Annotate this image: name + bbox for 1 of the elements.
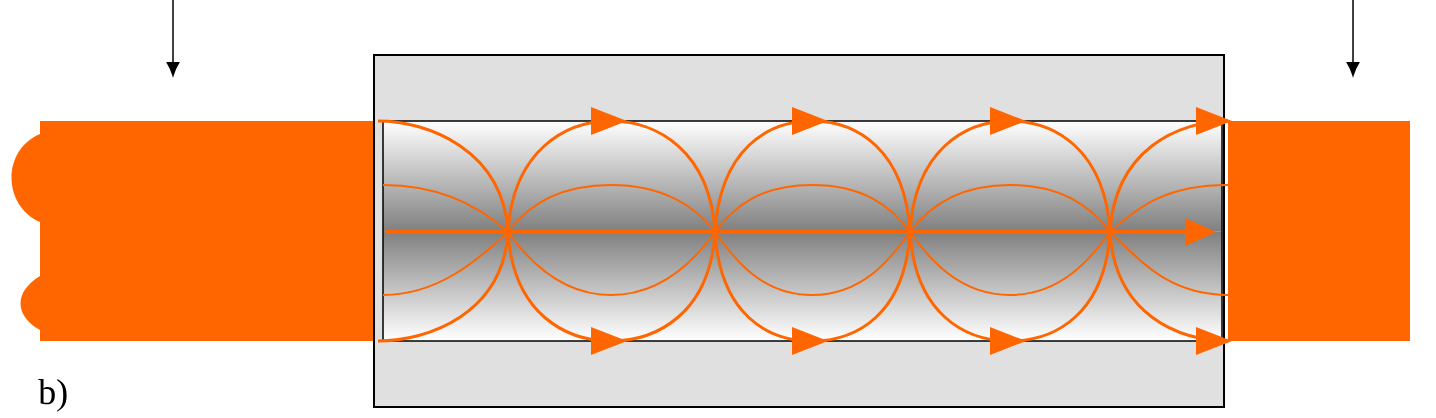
panel-label: b) (38, 379, 67, 412)
